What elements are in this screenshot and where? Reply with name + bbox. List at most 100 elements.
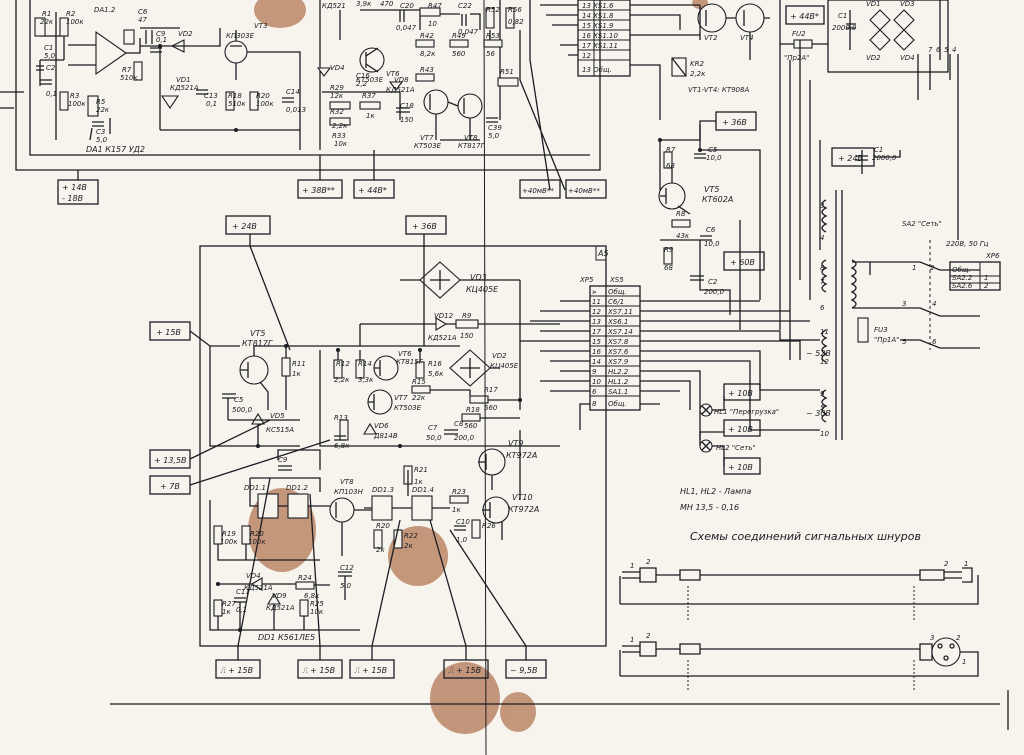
svg-text:Общ.: Общ. [608, 400, 627, 408]
svg-text:3,3к: 3,3к [358, 376, 374, 384]
svg-text:⎍ + 15В: ⎍ + 15В [220, 666, 253, 675]
capacitor-c20 [399, 10, 405, 22]
opamp-da1 [95, 30, 127, 76]
svg-text:⎍ + 15В: ⎍ + 15В [302, 666, 335, 675]
svg-text:DD1.1: DD1.1 [244, 484, 266, 492]
transistor-vt8 [457, 93, 483, 119]
svg-text:КТ972А: КТ972А [508, 505, 539, 514]
svg-text:0,1: 0,1 [46, 90, 57, 98]
svg-text:10,0: 10,0 [704, 240, 720, 248]
svg-text:VD8: VD8 [394, 76, 409, 84]
svg-text:C1: C1 [838, 12, 847, 20]
svg-text:1к: 1к [292, 370, 301, 378]
svg-text:R15: R15 [412, 378, 426, 386]
resistor-r20 [249, 91, 259, 111]
svg-text:⎍ + 15В: ⎍ + 15В [354, 666, 387, 675]
svg-text:14 XS1.8: 14 XS1.8 [582, 12, 614, 20]
resistor-r1 [34, 17, 46, 37]
svg-text:2: 2 [956, 634, 961, 642]
svg-text:VD12: VD12 [434, 312, 454, 320]
svg-text:1: 1 [984, 274, 988, 282]
svg-text:470: 470 [380, 0, 394, 8]
svg-text:R16: R16 [428, 360, 442, 368]
svg-text:2,2к: 2,2к [690, 70, 706, 78]
resistor-r9-a5 [455, 319, 479, 329]
svg-text:КП103Н: КП103Н [334, 488, 364, 496]
svg-text:VT5: VT5 [250, 329, 265, 338]
svg-text:~ 30В: ~ 30В [806, 409, 831, 418]
capacitor-c3 [92, 121, 104, 127]
svg-text:+ 36В: + 36В [412, 222, 437, 231]
svg-text:C8: C8 [454, 420, 464, 428]
relay-kr2: KR2 2,2к [671, 57, 706, 78]
svg-text:VD1: VD1 [176, 76, 191, 84]
svg-text:C22: C22 [458, 2, 472, 10]
capacitor-c8-a5 [444, 429, 458, 435]
svg-text:КД521А: КД521А [170, 84, 199, 92]
svg-text:R9: R9 [664, 246, 674, 254]
svg-text:2,2: 2,2 [356, 80, 368, 88]
svg-text:220В, 50 Гц: 220В, 50 Гц [946, 240, 989, 248]
svg-text:C5: C5 [708, 146, 718, 154]
transistor-vt4 [735, 3, 765, 33]
resistor-r7-psu [663, 151, 673, 169]
svg-text:+40мВ**: +40мВ** [568, 187, 600, 195]
junction-dots [158, 44, 702, 632]
svg-text:2к: 2к [376, 546, 385, 554]
svg-text:R7: R7 [666, 146, 676, 154]
svg-text:R7: R7 [122, 66, 132, 74]
svg-text:13 XS1.6: 13 XS1.6 [582, 2, 614, 10]
svg-text:47: 47 [138, 16, 147, 24]
svg-text:8,2к: 8,2к [420, 50, 436, 58]
svg-text:C6: C6 [706, 226, 716, 234]
connector-xs1: 13 XS1.6 14 XS1.8 15 XS1.9 16 XS1.10 17 … [540, 0, 700, 120]
capacitor-c11-a5 [234, 597, 246, 603]
svg-text:SA2.6: SA2.6 [952, 282, 973, 290]
svg-text:0,1: 0,1 [206, 100, 217, 108]
svg-text:15 XS1.9: 15 XS1.9 [582, 22, 614, 30]
svg-text:SA1.1: SA1.1 [608, 388, 628, 396]
svg-text:5: 5 [944, 46, 949, 54]
svg-text:150: 150 [460, 332, 474, 340]
svg-text:+ 60В: + 60В [730, 258, 755, 267]
svg-text:C1: C1 [874, 146, 883, 154]
vt5-regulator: R7 68 C5 10,0 VT5 КТ602А R8 43к C6 10,0 … [658, 146, 897, 296]
svg-text:DD1 К561ЛЕ5: DD1 К561ЛЕ5 [258, 633, 315, 642]
svg-text:C11: C11 [236, 588, 250, 596]
svg-text:13: 13 [592, 318, 601, 326]
svg-text:R2: R2 [66, 10, 76, 18]
module-a5: A5 [199, 245, 609, 647]
svg-text:6: 6 [820, 304, 825, 312]
svg-text:КТ503Е: КТ503Е [356, 76, 384, 84]
svg-text:2: 2 [984, 282, 989, 290]
capacitor-c9-a5 [278, 465, 292, 471]
svg-text:R42: R42 [420, 32, 434, 40]
top-module-frame [0, 0, 601, 171]
svg-text:VT8: VT8 [340, 478, 354, 486]
svg-text:КП303Е: КП303Е [226, 32, 255, 40]
svg-text:VT1-VT4: КТ908А: VT1-VT4: КТ908А [688, 86, 749, 94]
svg-text:4: 4 [932, 300, 936, 308]
capacitor-c39 [486, 117, 498, 123]
svg-text:+ 10В: + 10В [728, 425, 753, 434]
svg-text:1: 1 [630, 562, 634, 570]
svg-text:HL1, HL2 - Лампа: HL1, HL2 - Лампа [680, 487, 751, 496]
svg-text:VD3: VD3 [900, 0, 915, 8]
svg-text:VD2: VD2 [492, 352, 507, 360]
svg-text:200,0: 200,0 [454, 434, 475, 442]
svg-text:R37: R37 [362, 92, 376, 100]
svg-text:XS7.8: XS7.8 [607, 338, 629, 346]
svg-text:12: 12 [592, 308, 601, 316]
svg-text:+ 24В: + 24В [838, 154, 863, 163]
svg-text:1,0: 1,0 [456, 536, 468, 544]
svg-text:HL2 "Сеть": HL2 "Сеть" [716, 444, 756, 452]
svg-text:R18: R18 [228, 92, 242, 100]
svg-text:FU3: FU3 [874, 326, 888, 334]
svg-text:XS5: XS5 [609, 276, 624, 284]
resistor-r9-psu [663, 247, 673, 265]
svg-text:2000,0: 2000,0 [832, 24, 857, 32]
resistor-r23 [449, 495, 469, 504]
svg-text:VT3: VT3 [254, 22, 268, 30]
svg-text:1: 1 [912, 264, 916, 272]
capacitor-c1-psu [856, 150, 868, 174]
